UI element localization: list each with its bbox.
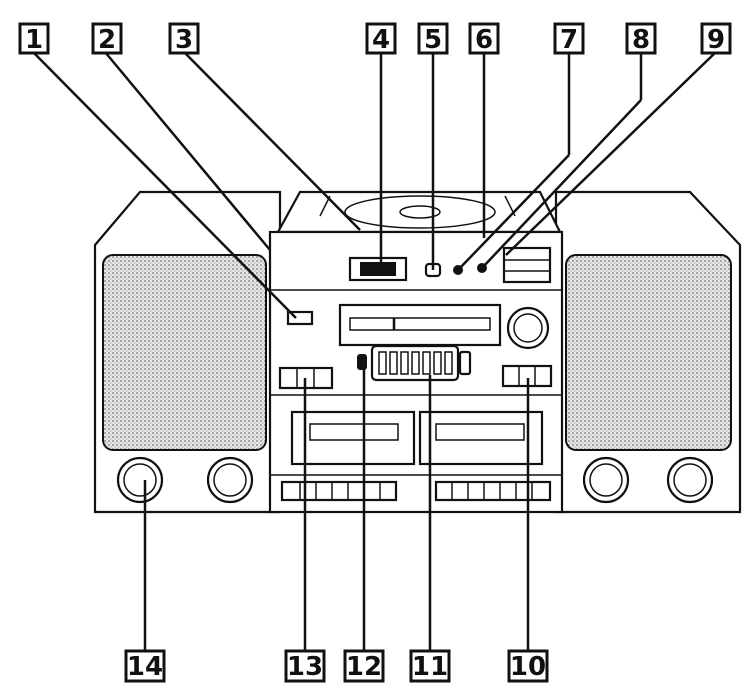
- equalizer-switch[interactable]: [458, 350, 472, 376]
- callout-6: 6: [468, 22, 500, 55]
- callout-5: 5: [417, 22, 449, 55]
- callout-label-9: 9: [707, 25, 725, 55]
- callout-4: 4: [365, 22, 397, 55]
- deck-b-transport-keys[interactable]: [434, 480, 552, 502]
- callout-label-10: 10: [510, 652, 546, 682]
- callout-label-14: 14: [127, 652, 163, 682]
- cassette-deck-a[interactable]: [290, 410, 416, 466]
- callout-label-4: 4: [372, 25, 390, 55]
- callout-11: 11: [409, 649, 451, 683]
- callout-10: 10: [507, 649, 549, 683]
- callout-8: 8: [625, 22, 657, 55]
- callout-label-8: 8: [632, 25, 650, 55]
- callout-label-5: 5: [424, 25, 442, 55]
- callout-13: 13: [284, 649, 326, 683]
- callout-3: 3: [168, 22, 200, 55]
- equalizer-sliders[interactable]: [378, 351, 453, 375]
- left-speaker-grille: [102, 254, 267, 451]
- callout-9: 9: [700, 22, 732, 55]
- cd-lid: [276, 190, 562, 234]
- callout-label-12: 12: [346, 652, 382, 682]
- equalizer-panel: [370, 344, 460, 382]
- headphone-jack: [357, 354, 367, 370]
- cassette-deck-b[interactable]: [418, 410, 544, 466]
- callout-7: 7: [553, 22, 585, 55]
- callout-label-1: 1: [25, 25, 43, 55]
- callout-label-3: 3: [175, 25, 193, 55]
- callout-2: 2: [91, 22, 123, 55]
- callout-label-7: 7: [560, 25, 578, 55]
- cd-display-window: [360, 262, 396, 276]
- callout-14: 14: [124, 649, 166, 683]
- tuner-panel: [338, 303, 502, 347]
- leader-lines: [32, 51, 717, 652]
- callout-label-13: 13: [287, 652, 323, 682]
- right-speaker-grille: [565, 254, 732, 451]
- callout-label-6: 6: [475, 25, 493, 55]
- cd-function-buttons[interactable]: [502, 246, 552, 284]
- callout-12: 12: [343, 649, 385, 683]
- callout-label-11: 11: [412, 652, 448, 682]
- deck-a-transport-keys[interactable]: [280, 480, 398, 502]
- callout-label-2: 2: [98, 25, 116, 55]
- boombox-body: [93, 190, 742, 514]
- callout-1: 1: [18, 22, 50, 55]
